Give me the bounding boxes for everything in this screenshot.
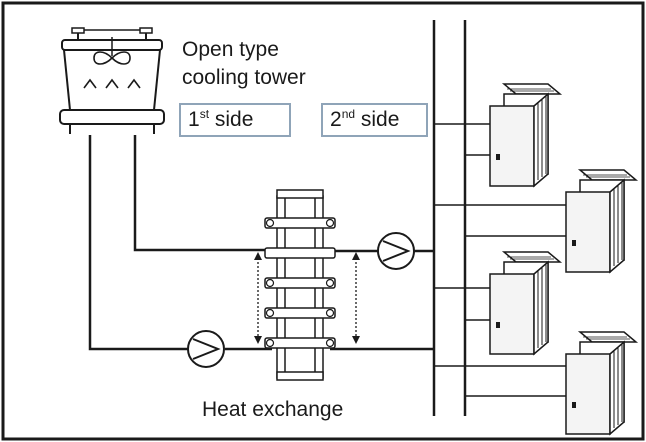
- pump-icon: [377, 232, 415, 270]
- cooling-tower-icon: [59, 27, 165, 134]
- first-side-num: 1: [188, 108, 200, 131]
- outdoor-unit-icon: [489, 83, 561, 187]
- second-side-num: 2: [330, 108, 342, 131]
- second-side-text: side: [360, 108, 400, 131]
- cooling-tower-label-line2: cooling tower: [182, 66, 306, 89]
- heat-exchange-label: Heat exchange: [202, 398, 344, 421]
- cooling-tower-label-line1: Open type: [182, 38, 279, 61]
- outdoor-unit-icon: [565, 169, 637, 273]
- secondary-loop: [330, 249, 434, 351]
- primary-loop: [88, 135, 272, 351]
- first-side-suffix: st: [199, 107, 210, 121]
- first-side-text: side: [214, 108, 254, 131]
- outdoor-unit-icon: [489, 251, 561, 355]
- pump-icon: [187, 330, 225, 368]
- flow-arrows: [254, 252, 360, 344]
- second-side-suffix: nd: [341, 107, 356, 121]
- second-side-label: 2nd side: [321, 103, 428, 137]
- outdoor-unit-icon: [565, 331, 637, 435]
- heat-exchanger-icon: [264, 189, 336, 381]
- first-side-label: 1st side: [179, 103, 291, 137]
